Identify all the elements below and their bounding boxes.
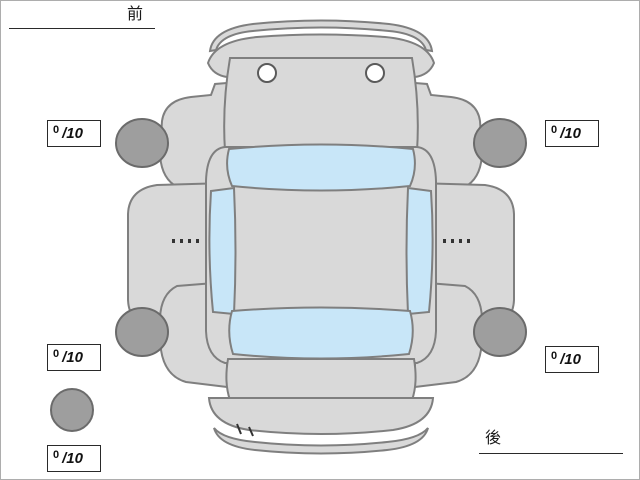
score-value: 0 (53, 123, 60, 136)
score-spare: 0 /10 (47, 445, 101, 472)
tire-rear-right (473, 307, 527, 357)
windows (208, 143, 434, 360)
rear-underline (479, 453, 623, 454)
details (257, 63, 385, 83)
front-label: 前 (127, 6, 144, 23)
tire-front-right (473, 118, 527, 168)
score-value: 0 (53, 347, 60, 360)
hood (223, 57, 419, 152)
front-underline (9, 28, 155, 29)
score-max: /10 (62, 450, 83, 467)
score-max: /10 (62, 349, 83, 366)
tire-rear-left (115, 307, 169, 357)
rear-bumper (207, 397, 435, 435)
side-window-left (208, 186, 237, 316)
score-value: 0 (551, 349, 558, 362)
tire-front-left (115, 118, 169, 168)
hood-circle-left (257, 63, 277, 83)
rear-bumper-lip (213, 427, 429, 455)
side-window-right (405, 187, 434, 315)
hood-circle-right (365, 63, 385, 83)
score-value: 0 (551, 123, 558, 136)
score-rear-right: 0 /10 (545, 346, 599, 373)
rear-window (228, 306, 414, 360)
score-value: 0 (53, 448, 60, 461)
score-front-right: 0 /10 (545, 120, 599, 147)
score-max: /10 (560, 125, 581, 142)
score-max: /10 (560, 351, 581, 368)
score-max: /10 (62, 125, 83, 142)
door-seams (172, 239, 472, 437)
spare-tire (50, 388, 94, 432)
rear-bumper-marks (236, 423, 254, 437)
trunk (225, 358, 417, 401)
score-front-left: 0 /10 (47, 120, 101, 147)
car-body (127, 19, 515, 455)
tires (50, 118, 527, 432)
windshield (226, 143, 416, 192)
rear-label: 後 (485, 430, 502, 447)
score-rear-left: 0 /10 (47, 344, 101, 371)
